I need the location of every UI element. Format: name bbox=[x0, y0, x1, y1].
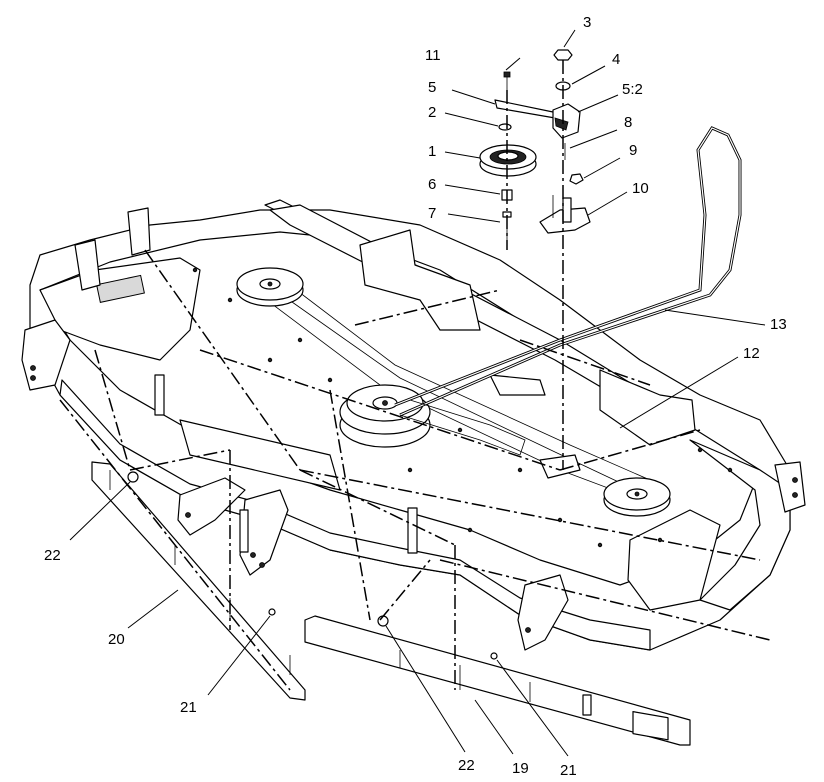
post-pin bbox=[154, 374, 165, 416]
part-1-idler-pulley bbox=[479, 144, 537, 177]
front-hanger-right bbox=[517, 574, 569, 651]
rear-bracket-left bbox=[74, 239, 101, 291]
callout-1: 1 bbox=[428, 143, 436, 160]
callout-3: 3 bbox=[583, 14, 591, 31]
mount-stud bbox=[562, 197, 572, 223]
part-2-washer bbox=[498, 123, 512, 131]
hanger-hole bbox=[792, 492, 798, 498]
callout-10: 10 bbox=[632, 180, 649, 197]
deck-rivets bbox=[192, 267, 733, 548]
callout-7: 7 bbox=[428, 205, 436, 222]
front-deflector bbox=[627, 509, 721, 611]
part-9-nut bbox=[569, 173, 584, 185]
assembly-lines bbox=[59, 249, 771, 691]
callout-22-right: 22 bbox=[458, 757, 475, 774]
right-spindle-pulley bbox=[603, 477, 671, 517]
idler-assembly bbox=[479, 49, 591, 240]
callout-2: 2 bbox=[428, 104, 436, 121]
hanger-hole bbox=[250, 552, 256, 558]
callout-11: 11 bbox=[425, 47, 441, 64]
post-pin bbox=[407, 507, 418, 554]
part-5-2-bracket bbox=[552, 103, 581, 139]
part-22-nut-left bbox=[127, 471, 139, 483]
drive-belt-loop bbox=[399, 399, 526, 456]
callout-12: 12 bbox=[743, 345, 760, 362]
hanger-hole bbox=[30, 375, 36, 381]
post-pin bbox=[239, 509, 249, 553]
callout-5: 5 bbox=[428, 79, 436, 96]
center-drive-pulley bbox=[339, 384, 431, 448]
part-5-idler-arm bbox=[494, 99, 556, 119]
callout-22-left: 22 bbox=[44, 547, 61, 564]
left-spindle-pulley bbox=[236, 267, 304, 307]
callout-4: 4 bbox=[612, 51, 620, 68]
left-hanger-top bbox=[21, 319, 71, 391]
right-end-bracket bbox=[774, 461, 806, 513]
callout-9: 9 bbox=[629, 142, 637, 159]
callout-20: 20 bbox=[108, 631, 125, 648]
callout-8: 8 bbox=[624, 114, 632, 131]
callout-19: 19 bbox=[512, 760, 529, 777]
leader-lines bbox=[69, 29, 766, 757]
idler-mount-plate bbox=[539, 454, 581, 479]
mower-deck bbox=[21, 199, 806, 651]
part-21-bolt-right bbox=[490, 652, 498, 660]
hanger-hole bbox=[185, 512, 191, 518]
part-21-bolt-left bbox=[268, 608, 276, 616]
drive-belt-inner bbox=[394, 127, 741, 416]
callout-6: 6 bbox=[428, 176, 436, 193]
callout-5-2: 5:2 bbox=[622, 81, 643, 98]
deck-left-housing bbox=[39, 257, 201, 361]
part-3-nut bbox=[553, 49, 573, 61]
part-19-baffle bbox=[304, 615, 691, 746]
rear-bracket-mid bbox=[127, 207, 151, 256]
hanger-hole bbox=[259, 562, 265, 568]
deck-label-plate bbox=[96, 274, 145, 303]
hanger-hole bbox=[525, 627, 531, 633]
baffle-right bbox=[304, 615, 691, 746]
callouts: 3 4 5:2 8 9 10 11 5 2 1 6 7 13 12 22 20 … bbox=[44, 14, 787, 779]
deck-support-bar bbox=[359, 229, 481, 331]
callout-21-right: 21 bbox=[560, 762, 577, 779]
left-hanger-front bbox=[177, 477, 246, 536]
callout-13: 13 bbox=[770, 316, 787, 333]
callout-21-left: 21 bbox=[180, 699, 197, 716]
idler-arm bbox=[489, 374, 546, 396]
hanger-hole bbox=[792, 477, 798, 483]
hanger-hole bbox=[30, 365, 36, 371]
deck-belt-inner bbox=[274, 289, 626, 486]
